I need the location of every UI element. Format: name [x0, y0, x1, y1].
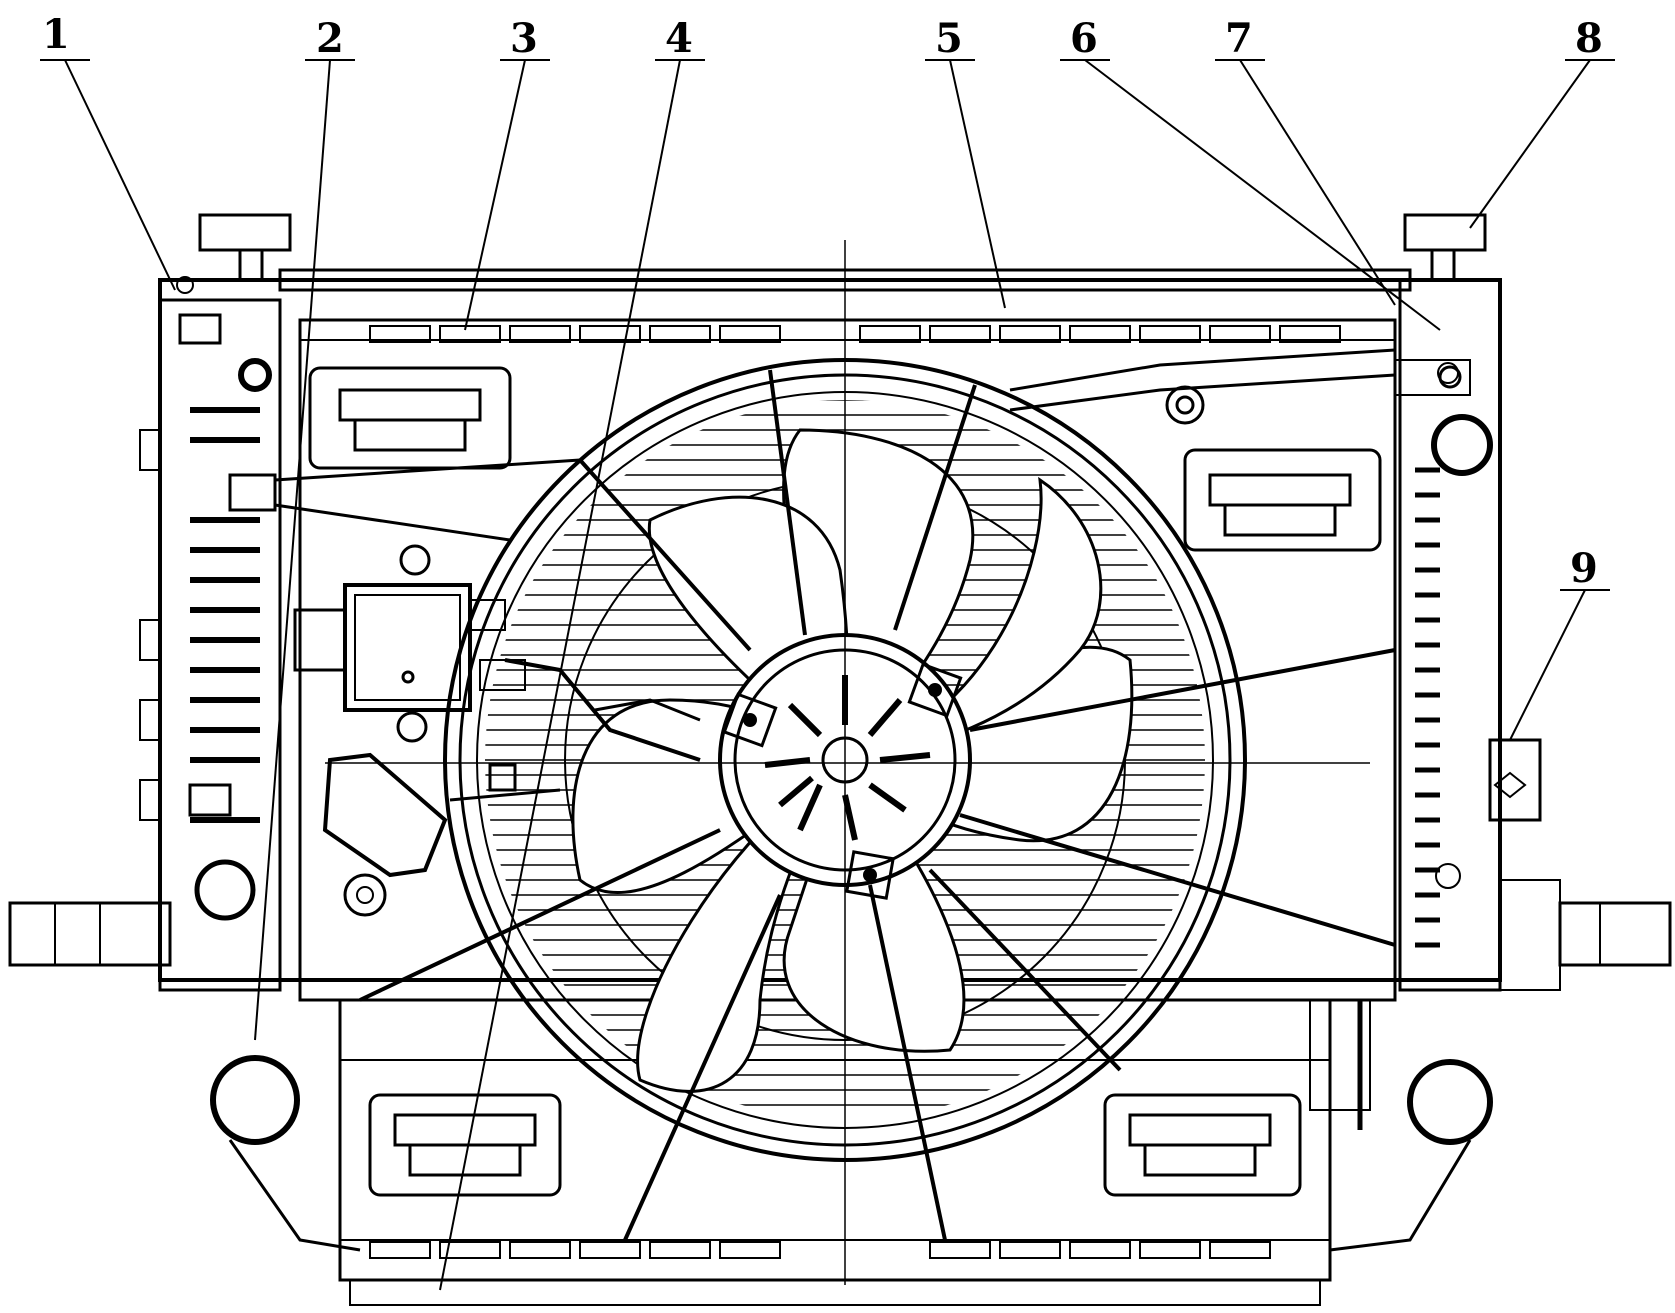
part-label-7: 7 [1225, 15, 1253, 62]
top-right-bracket [1009, 348, 1471, 425]
part-label-5: 5 [935, 15, 963, 62]
part-label-4: 4 [665, 15, 693, 62]
center-lines [325, 240, 1370, 1285]
part-labels: 1 2 3 4 5 6 7 8 9 [42, 11, 1603, 592]
part-label-3: 3 [510, 15, 538, 62]
part-label-1: 1 [42, 11, 70, 58]
wire-harness [449, 658, 701, 802]
top-mounting-pins [198, 213, 1487, 282]
left-side-tank [139, 276, 282, 992]
part-label-2: 2 [316, 15, 344, 62]
fan-controller [293, 544, 526, 917]
part-label-8: 8 [1575, 15, 1603, 62]
lower-shroud [338, 998, 1371, 1306]
part-label-9: 9 [1570, 545, 1598, 592]
shroud-handles [308, 366, 1382, 1197]
hose-connectors [8, 879, 1672, 991]
leader-lines [40, 59, 1615, 1291]
top-left-bracket [228, 458, 581, 542]
part-label-6: 6 [1070, 15, 1098, 62]
bottom-mounts [210, 1055, 1493, 1252]
shroud-struts [359, 369, 1396, 1241]
